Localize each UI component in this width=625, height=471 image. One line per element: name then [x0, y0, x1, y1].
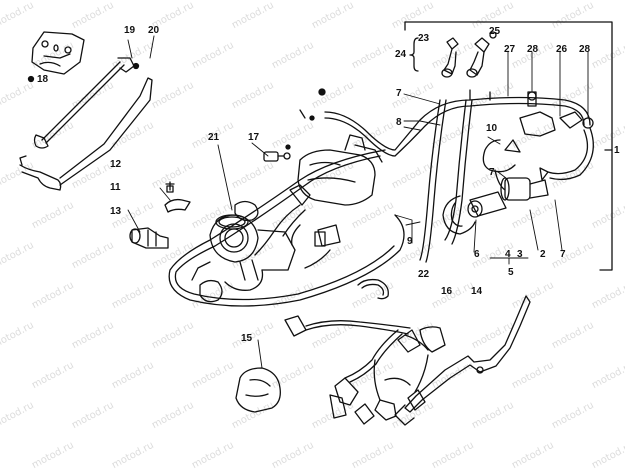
hose-8-left [419, 99, 441, 261]
callout-11: 11 [110, 182, 121, 193]
callout-10: 10 [486, 123, 498, 134]
callout-20: 20 [148, 25, 160, 36]
fuel-connector-23 [441, 37, 459, 78]
bracket-12 [19, 77, 153, 191]
callout-6: 6 [474, 249, 480, 260]
clamp-13 [164, 181, 191, 213]
callout-2: 2 [540, 249, 546, 260]
sensor-17 [263, 151, 291, 162]
group-brace-24 [409, 37, 419, 72]
callout-13: 13 [110, 206, 122, 217]
callout-14: 14 [471, 286, 483, 297]
o-ring-21 [215, 214, 249, 230]
rubber-cover-15 [235, 367, 281, 413]
linkage-rod [33, 57, 140, 149]
injector-11 [129, 227, 169, 249]
callout-28-right: 28 [579, 44, 591, 55]
callout-15: 15 [241, 333, 253, 344]
callout-12: 12 [110, 159, 122, 170]
leader-lines [127, 35, 589, 369]
group-bracket-1 [404, 21, 613, 271]
callout-4: 4 [505, 249, 511, 260]
callout-17: 17 [248, 132, 260, 143]
callout-28-left: 28 [527, 44, 539, 55]
wiring-harness [284, 315, 446, 426]
throttle-body-assembly [191, 134, 383, 303]
label-sticker-18 [31, 31, 85, 75]
hose-8-right [444, 99, 467, 241]
callout-7-top: 7 [396, 88, 402, 99]
callout-24: 24 [395, 49, 407, 60]
fuel-line-upper [324, 96, 591, 151]
callout-25: 25 [489, 26, 501, 37]
callout-8: 8 [396, 117, 402, 128]
callout-26: 26 [556, 44, 568, 55]
callout-3: 3 [517, 249, 523, 260]
mounting-bracket-16 [404, 295, 531, 413]
callout-21: 21 [208, 132, 220, 143]
callout-22: 22 [418, 269, 430, 280]
fuel-connector-25 [466, 31, 497, 78]
callout-18: 18 [37, 74, 49, 85]
callout-27: 27 [504, 44, 516, 55]
callout-19: 19 [124, 25, 136, 36]
return-hose [168, 149, 405, 307]
callout-7-bottom: 7 [560, 249, 566, 260]
clip-22 [357, 278, 389, 300]
callout-7-mid: 7 [489, 167, 495, 178]
callout-16: 16 [441, 286, 453, 297]
callout-9: 9 [407, 236, 413, 247]
callout-5: 5 [508, 267, 514, 278]
callout-1: 1 [614, 145, 620, 156]
callout-23: 23 [418, 33, 430, 44]
